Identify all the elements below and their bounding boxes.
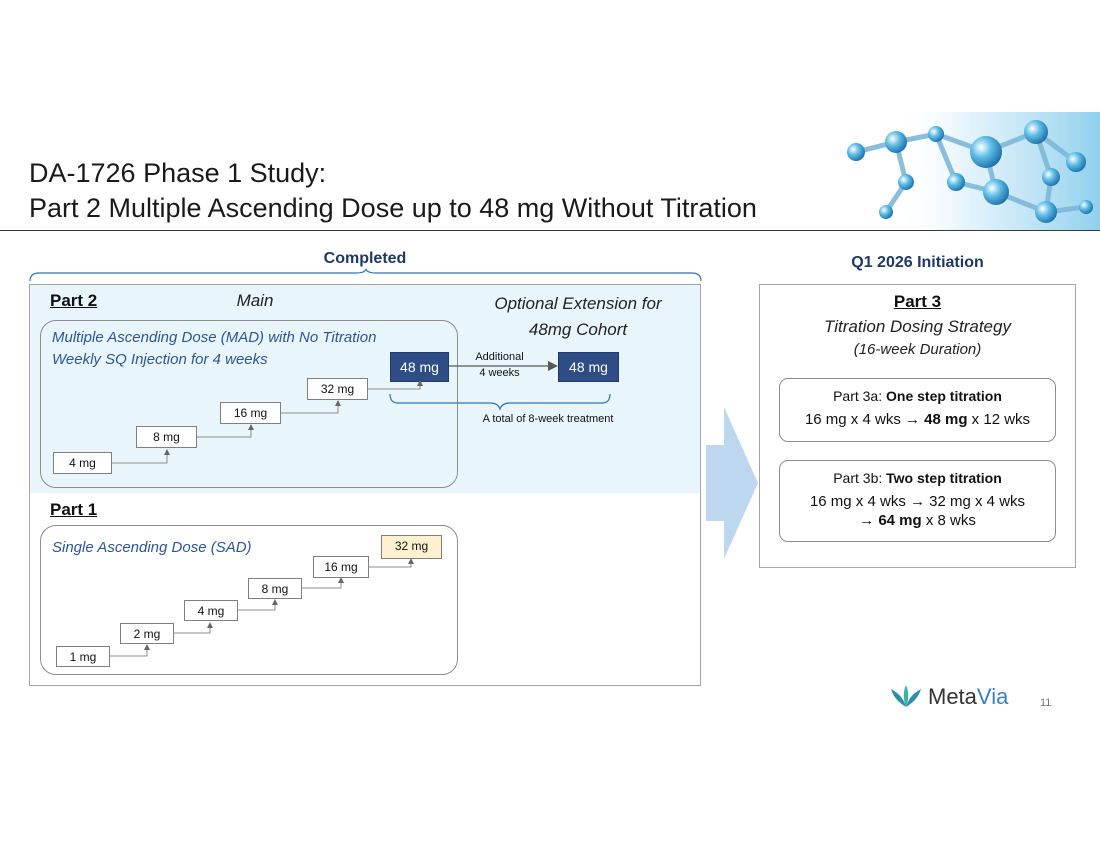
chevron-right-icon bbox=[706, 407, 758, 559]
part3a-prefix: Part 3a: bbox=[833, 388, 886, 404]
additional-weeks-label: 4 weeks bbox=[479, 367, 520, 379]
part1-label: Part 1 bbox=[50, 500, 98, 519]
sad-dose-32mg: 32 mg bbox=[381, 535, 442, 559]
completed-box bbox=[29, 284, 701, 686]
part3b-prefix: Part 3b: bbox=[833, 470, 887, 486]
molecule-icon bbox=[847, 112, 1100, 230]
part3a-title: Part 3a: One step titration bbox=[780, 388, 1055, 404]
sad-dose-2mg: 2 mg bbox=[120, 623, 174, 644]
slide-title-line2: Part 2 Multiple Ascending Dose up to 48 … bbox=[29, 193, 757, 223]
initiation-heading: Q1 2026 Initiation bbox=[851, 254, 984, 271]
part3b-arrow: → bbox=[859, 512, 879, 529]
part3b-title-bold: Two step titration bbox=[886, 470, 1002, 486]
completed-heading: Completed bbox=[323, 250, 407, 267]
completed-brace bbox=[29, 268, 702, 282]
mad-group bbox=[40, 320, 458, 488]
mad-dose-8mg: 8 mg bbox=[136, 426, 197, 448]
part3a-target-dose: 48 mg bbox=[924, 411, 968, 428]
part3-box bbox=[759, 284, 1076, 568]
part3b-regimen-end: x 8 wks bbox=[921, 512, 976, 529]
brand-via: Via bbox=[976, 684, 1009, 709]
part3b-regimen-line2: → 64 mg x 8 wks bbox=[780, 512, 1055, 529]
main-label: Main bbox=[236, 291, 274, 310]
slide-title-line1: DA-1726 Phase 1 Study: bbox=[29, 158, 327, 188]
sad-description: Single Ascending Dose (SAD) bbox=[52, 539, 252, 556]
mad-dose-16mg: 16 mg bbox=[220, 402, 281, 424]
duration-label: (16-week Duration) bbox=[853, 341, 982, 358]
metavia-leaf-icon bbox=[891, 685, 921, 707]
total-treatment-note: A total of 8-week treatment bbox=[482, 413, 614, 425]
sad-dose-1mg: 1 mg bbox=[56, 646, 110, 667]
extension-dose-48mg: 48 mg bbox=[558, 352, 619, 382]
part3a-regimen-end: x 12 wks bbox=[967, 411, 1031, 428]
mad-dose-32mg: 32 mg bbox=[307, 378, 368, 400]
title-divider bbox=[0, 230, 1100, 231]
part3a-regimen: 16 mg x 4 wks → 48 mg x 12 wks bbox=[780, 411, 1055, 428]
mad-dose-48mg: 48 mg bbox=[390, 352, 449, 382]
brand-meta: Meta bbox=[928, 684, 977, 709]
sad-group bbox=[40, 525, 458, 675]
part3a-regimen-start: 16 mg x 4 wks → bbox=[804, 411, 925, 428]
mad-description-line1: Multiple Ascending Dose (MAD) with No Ti… bbox=[52, 329, 377, 346]
part3b-box: Part 3b: Two step titration 16 mg x 4 wk… bbox=[779, 460, 1056, 542]
page-number: 11 bbox=[1040, 697, 1052, 709]
mad-dose-4mg: 4 mg bbox=[53, 452, 112, 474]
mad-description-line2: Weekly SQ Injection for 4 weeks bbox=[52, 351, 268, 368]
part3b-target-dose: 64 mg bbox=[878, 512, 922, 529]
additional-label: Additional bbox=[475, 351, 524, 363]
sad-dose-4mg: 4 mg bbox=[184, 600, 238, 621]
sad-dose-8mg: 8 mg bbox=[248, 578, 302, 599]
part3a-box: Part 3a: One step titration 16 mg x 4 wk… bbox=[779, 378, 1056, 442]
part3b-title: Part 3b: Two step titration bbox=[780, 470, 1055, 486]
extension-label: Optional Extension for 48mg Cohort bbox=[494, 294, 662, 339]
part3-label: Part 3 bbox=[893, 292, 942, 311]
part2-label: Part 2 bbox=[50, 291, 98, 310]
part3a-title-bold: One step titration bbox=[886, 388, 1002, 404]
titration-strategy: Titration Dosing Strategy bbox=[824, 317, 1011, 336]
part3b-regimen-line1: 16 mg x 4 wks → 32 mg x 4 wks bbox=[809, 493, 1026, 510]
